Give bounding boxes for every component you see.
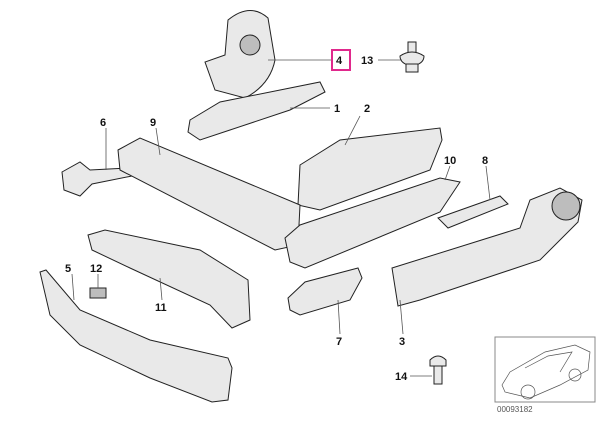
callout-8[interactable]: 8 [482, 155, 488, 167]
callout-10[interactable]: 10 [444, 155, 456, 167]
part-8-strip[interactable] [437, 195, 509, 229]
callout-12[interactable]: 12 [90, 263, 102, 275]
callout-2[interactable]: 2 [364, 103, 370, 115]
car-thumbnail [494, 336, 596, 403]
thumbnail-code: 00093182 [497, 405, 533, 414]
callout-1[interactable]: 1 [334, 103, 340, 115]
part-11-cover[interactable] [87, 229, 251, 329]
callout-3[interactable]: 3 [399, 336, 405, 348]
part-7-bracket[interactable] [287, 267, 363, 316]
callout-13[interactable]: 13 [361, 55, 373, 67]
part-4-hinge[interactable] [204, 10, 276, 99]
callout-7[interactable]: 7 [336, 336, 342, 348]
callout-9[interactable]: 9 [150, 117, 156, 129]
callout-4[interactable]: 4 [336, 55, 343, 67]
part-13-clip[interactable] [399, 41, 425, 73]
highlight-box [331, 49, 351, 71]
part-9-panel[interactable] [117, 137, 301, 251]
part-2-frame[interactable] [297, 127, 443, 211]
part-1-rail[interactable] [187, 81, 326, 141]
callout-14[interactable]: 14 [395, 371, 408, 383]
callout-6[interactable]: 6 [100, 117, 106, 129]
part-14-screw[interactable] [429, 355, 447, 385]
part-12-clip[interactable] [89, 287, 107, 299]
callout-11[interactable]: 11 [155, 302, 167, 314]
part-5-lower-trim[interactable] [39, 269, 233, 403]
part-3-side-trim[interactable] [391, 187, 583, 307]
part-10-cover[interactable] [284, 177, 461, 269]
callout-5[interactable]: 5 [65, 263, 71, 275]
